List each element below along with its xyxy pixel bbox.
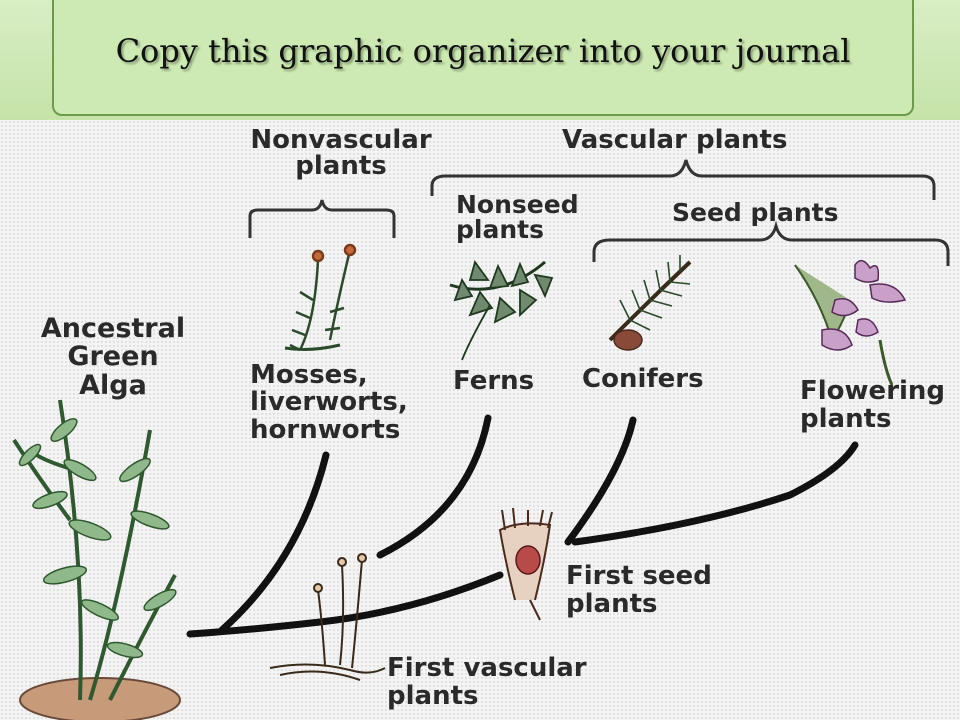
tree-branches (186, 414, 859, 638)
slide-title: Copy this graphic organizer into your jo… (115, 32, 851, 70)
label-first-vascular-plants: First vascular plants (387, 653, 587, 712)
vascular-brace (430, 159, 936, 200)
conifer-branch (564, 416, 637, 546)
label-nonseed-plants: Nonseed plants (456, 190, 579, 244)
label-seed-plants: Seed plants (672, 198, 839, 227)
main-branch (186, 571, 504, 638)
seed-brace (592, 220, 950, 266)
nonvascular-brace (248, 199, 396, 238)
ancestral-alga-illustration (12, 399, 181, 720)
moss-illustration (284, 243, 357, 352)
label-first-seed-plants: First seed plants (566, 561, 712, 620)
flowering-branch (571, 441, 859, 546)
label-nonvascular-plants: Nonvascular plants (250, 125, 432, 181)
fern-branch (376, 414, 492, 559)
first-seed-plant-illustration (498, 507, 553, 621)
label-vascular-plants: Vascular plants (562, 125, 788, 155)
label-ancestral-green-alga: Ancestral Green Alga (40, 313, 186, 401)
label-flowering-plants: Flowering plants (800, 376, 946, 435)
first-vascular-plant-illustration (269, 553, 386, 681)
label-ferns: Ferns (453, 366, 535, 396)
label-mosses-liverworts-hornworts: Mosses, liverworts, hornworts (250, 360, 408, 445)
fern-illustration (449, 259, 554, 361)
label-conifers: Conifers (582, 364, 704, 394)
diagram-background (0, 120, 960, 720)
moss-branch (218, 451, 330, 634)
flowering-plant-illustration (794, 259, 907, 386)
conifer-illustration (608, 255, 692, 351)
title-box (52, 0, 914, 116)
